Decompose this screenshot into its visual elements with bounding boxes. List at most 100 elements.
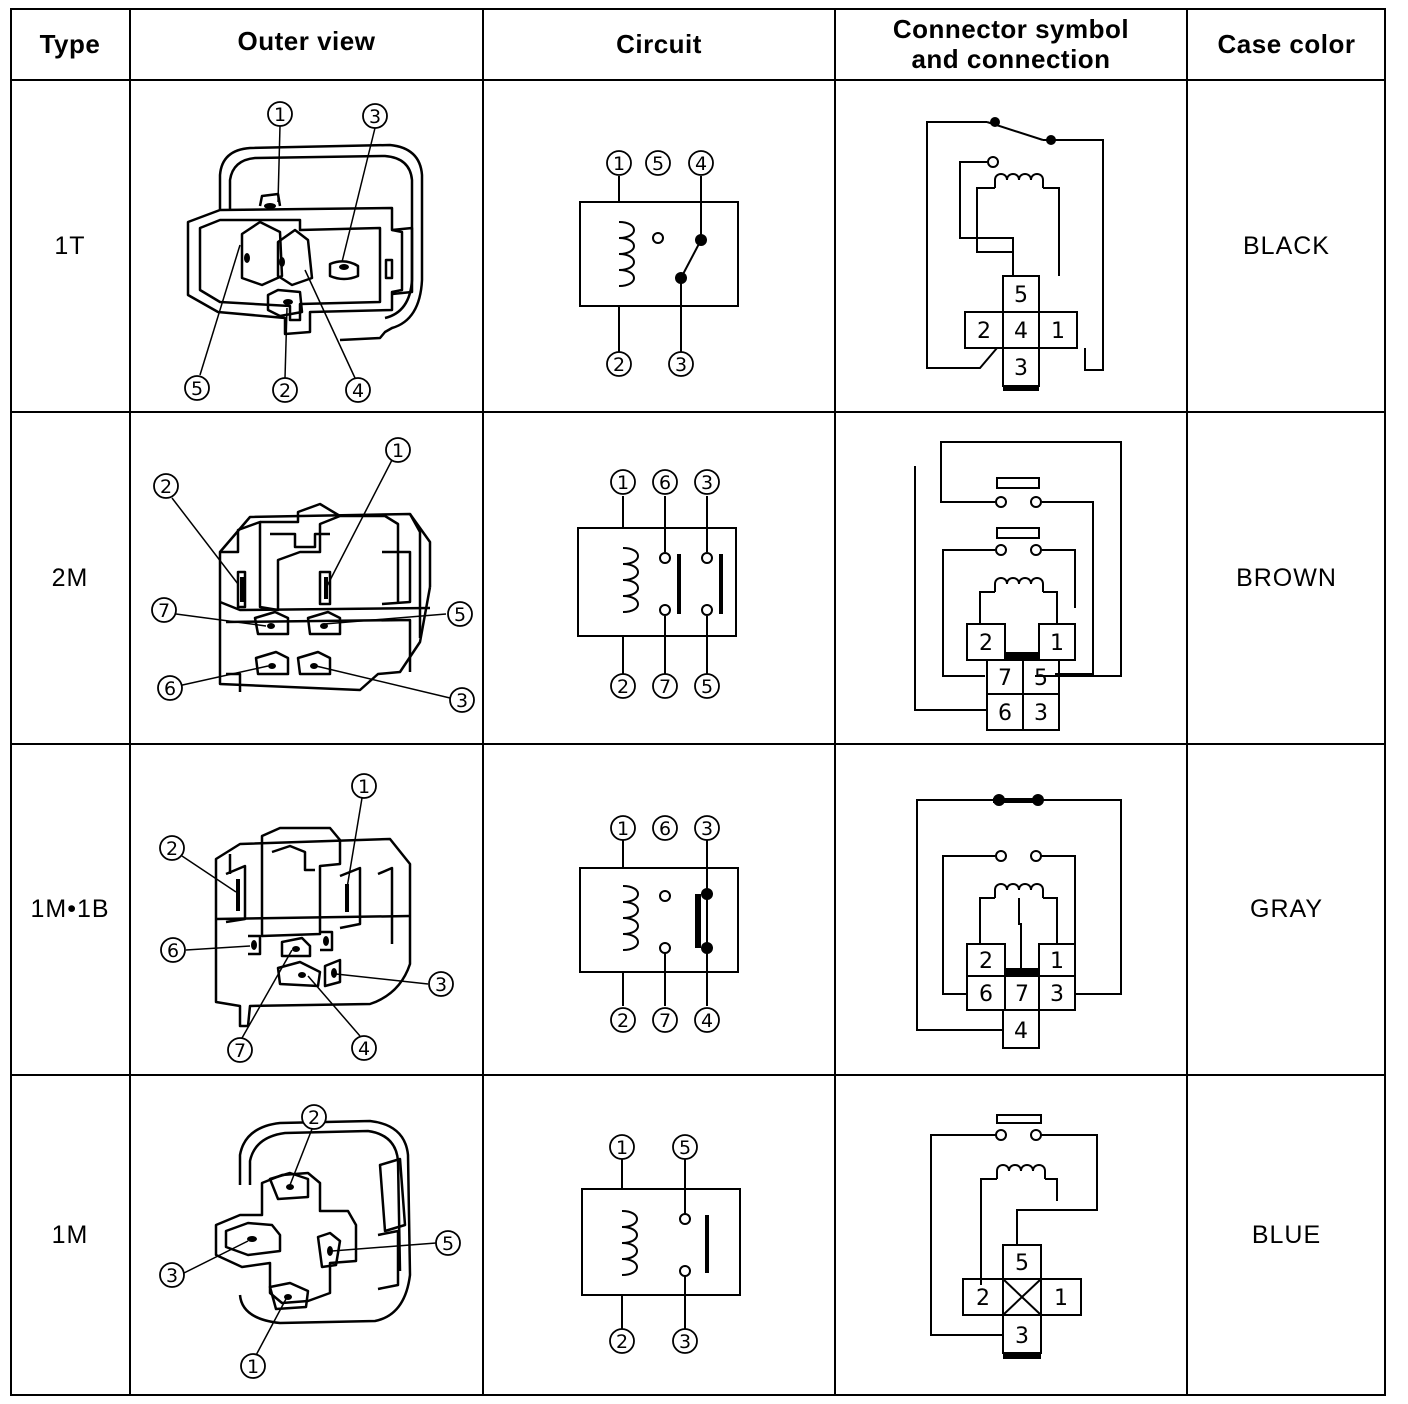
header-connector: Connector symbol and connection	[835, 8, 1187, 80]
circuit-pin-labels: 1 6 3 2 7 4	[610, 815, 720, 1033]
pin-callout: 3	[362, 103, 388, 129]
header-type: Type	[39, 29, 101, 59]
header-case-color: Case color	[1217, 29, 1356, 59]
header-outer-view: Outer view	[237, 26, 376, 56]
svg-text:5: 5	[191, 378, 203, 400]
circuit-pin: 4	[688, 150, 714, 176]
svg-text:5: 5	[679, 1137, 691, 1159]
case-color-brown: BROWN	[1236, 563, 1337, 592]
pin-callout: 2	[272, 377, 298, 403]
connector-pin: 6	[998, 701, 1012, 726]
circuit-pin: 2	[606, 351, 632, 377]
svg-text:3: 3	[435, 974, 447, 996]
svg-text:7: 7	[659, 676, 671, 698]
svg-text:2: 2	[279, 380, 291, 402]
connector-pin: 5	[1015, 1251, 1029, 1276]
connector-pin: 5	[1014, 283, 1028, 308]
pin-callout: 7	[151, 597, 177, 623]
connector-pin: 2	[977, 319, 991, 344]
type-label-1m: 1M	[51, 1221, 89, 1249]
outer-view-1m1b: 1 2 6 3 7 4	[159, 773, 454, 1063]
pin-callout: 6	[157, 675, 183, 701]
connector-pin: 1	[1054, 1286, 1068, 1311]
pin-callout: 3	[428, 971, 454, 997]
pin-callout: 1	[240, 1353, 266, 1379]
pin-callout: 6	[160, 937, 186, 963]
svg-text:2: 2	[613, 354, 625, 376]
connector-pin: 2	[979, 949, 993, 974]
svg-text:4: 4	[701, 1010, 713, 1032]
outer-view-1m: 2 3 5 1	[159, 1104, 461, 1379]
connector-pin: 5	[1034, 666, 1048, 691]
circuit-pin: 2	[610, 1007, 636, 1033]
circuit-pin: 3	[672, 1328, 698, 1354]
svg-text:2: 2	[617, 676, 629, 698]
connector-pin-labels: 5 2 1 3	[976, 1251, 1068, 1349]
connector-pin: 7	[1015, 982, 1029, 1007]
svg-text:2: 2	[308, 1107, 320, 1129]
svg-text:6: 6	[164, 678, 176, 700]
connector-1m1b: 2 1 6 7 3 4	[916, 794, 1122, 1049]
svg-text:2: 2	[166, 838, 178, 860]
case-color-gray: GRAY	[1250, 895, 1323, 923]
circuit-pin: 1	[606, 150, 632, 176]
connector-2m: 2 1 7 5 6 3	[914, 441, 1122, 731]
svg-text:1: 1	[617, 818, 629, 840]
circuit-pin: 5	[645, 150, 671, 176]
pin-callouts: 1 2 7 5 6 3	[151, 437, 475, 713]
svg-text:3: 3	[369, 106, 381, 128]
circuit-pin: 5	[672, 1134, 698, 1160]
svg-text:1: 1	[358, 776, 370, 798]
svg-text:5: 5	[652, 153, 664, 175]
connector-pin: 3	[1050, 982, 1064, 1007]
svg-text:6: 6	[659, 472, 671, 494]
type-label-1t: 1T	[54, 231, 86, 260]
connector-pin: 2	[976, 1286, 990, 1311]
header-connector-line1: Connector symbol	[892, 14, 1130, 44]
relay-type-table: Type Outer view Circuit Connector symbol…	[10, 8, 1386, 1396]
svg-text:1: 1	[617, 472, 629, 494]
circuit-pin-labels: 1 5 2 3	[609, 1134, 698, 1354]
outer-view-2m: 1 2 7 5 6 3	[151, 437, 475, 713]
connector-pin: 3	[1014, 356, 1028, 381]
connector-pin: 2	[979, 631, 993, 656]
connector-pin: 1	[1050, 949, 1064, 974]
pin-callouts: 1 3 5 2 4	[184, 101, 388, 403]
circuit-pin: 6	[652, 469, 678, 495]
svg-text:2: 2	[617, 1010, 629, 1032]
svg-text:6: 6	[659, 818, 671, 840]
pin-callout: 3	[159, 1262, 185, 1288]
svg-text:2: 2	[616, 1331, 628, 1353]
circuit-pin-labels: 1 6 3 2 7 5	[610, 469, 720, 699]
svg-text:1: 1	[247, 1356, 259, 1378]
circuit-pin: 2	[609, 1328, 635, 1354]
svg-text:3: 3	[166, 1265, 178, 1287]
pin-callouts: 1 2 6 3 7 4	[159, 773, 454, 1063]
circuit-pin: 7	[652, 673, 678, 699]
connector-pin: 4	[1014, 319, 1028, 344]
pin-callout: 5	[435, 1230, 461, 1256]
svg-text:4: 4	[695, 153, 707, 175]
svg-text:5: 5	[442, 1233, 454, 1255]
connector-pin: 4	[1014, 1019, 1028, 1044]
svg-text:1: 1	[616, 1137, 628, 1159]
pin-callout: 1	[351, 773, 377, 799]
svg-text:2: 2	[160, 476, 172, 498]
table-grid	[10, 8, 1386, 1396]
circuit-1m1b: 1 6 3 2 7 4	[579, 815, 739, 1033]
circuit-1t: 1 5 4 2 3	[579, 150, 739, 377]
pin-callout: 1	[267, 101, 293, 127]
connector-pin-labels: 5 2 4 1 3	[977, 283, 1065, 381]
pin-callout: 3	[449, 687, 475, 713]
svg-text:4: 4	[352, 380, 364, 402]
circuit-pin: 3	[694, 469, 720, 495]
connector-pin-labels: 2 1 6 7 3 4	[979, 949, 1064, 1044]
circuit-pin: 4	[694, 1007, 720, 1033]
svg-text:6: 6	[167, 940, 179, 962]
connector-1m: 5 2 1 3	[930, 1114, 1098, 1359]
pin-callout: 2	[159, 835, 185, 861]
pin-callout: 2	[301, 1104, 327, 1130]
pin-callout: 7	[227, 1037, 253, 1063]
circuit-pin: 1	[609, 1134, 635, 1160]
connector-1t: 5 2 4 1 3	[926, 117, 1104, 391]
